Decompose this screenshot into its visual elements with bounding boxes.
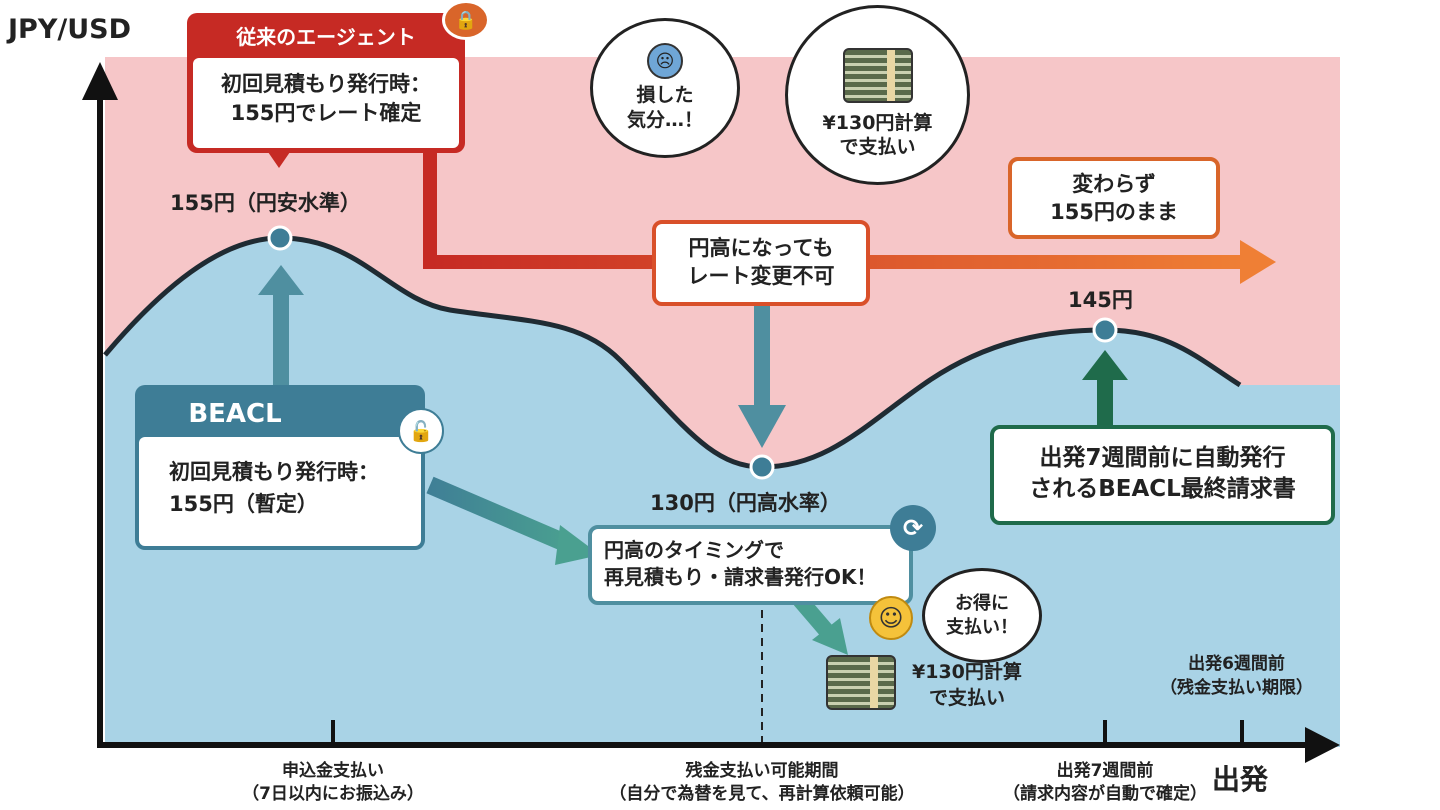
unchanged-box: 変わらず 155円のまま bbox=[1008, 157, 1220, 239]
money-bottom-label: ¥130円計算 で支払い bbox=[912, 660, 1022, 711]
money-bottom-line1: ¥130円計算 bbox=[912, 661, 1022, 683]
happy-line1: お得に bbox=[955, 593, 1009, 615]
tick-sub: （7日以内にお振込み） bbox=[242, 783, 424, 804]
tick-balance-period: 残金支払い可能期間 （自分で為替を見て、再計算依頼可能） bbox=[582, 760, 942, 806]
sad-thought-bubble: ☹ 損した 気分…！ bbox=[590, 18, 740, 158]
requote-line2: 再見積もり・請求書発行OK！ bbox=[604, 565, 877, 589]
unlock-icon: 🔓 bbox=[398, 408, 444, 454]
fixed-rate-arrowhead bbox=[1240, 240, 1276, 284]
unchanged-line1: 変わらず bbox=[1072, 172, 1156, 196]
refresh-icon: ⟳ bbox=[890, 505, 936, 551]
money-bottom-line2: で支払い bbox=[928, 686, 1005, 709]
money-thought-bubble: ¥130円計算 で支払い bbox=[785, 5, 970, 185]
peak-point bbox=[267, 225, 293, 251]
peak2-label: 145円 bbox=[1068, 288, 1133, 312]
rate-curve bbox=[103, 235, 1242, 470]
beacl-title: BEACL bbox=[188, 399, 282, 429]
money-stack-icon bbox=[826, 655, 896, 710]
happy-thought-bubble: お得に 支払い！ bbox=[922, 568, 1042, 663]
sad-line2: 気分…！ bbox=[626, 109, 703, 131]
no-change-line1: 円高になっても bbox=[688, 236, 834, 260]
sad-face-icon: ☹ bbox=[647, 43, 683, 80]
lock-icon: 🔒 bbox=[442, 0, 490, 40]
final-line2: されるBEACL最終請求書 bbox=[1029, 476, 1296, 503]
up-arrow-beacl bbox=[258, 265, 304, 295]
down-arrow-trough bbox=[738, 405, 786, 448]
beacl-card: BEACL 初回見積もり発行時： 155円（暫定） bbox=[135, 385, 425, 550]
trough-label: 130円（円高水率） bbox=[650, 491, 841, 515]
traditional-line2: 155円でレート確定 bbox=[230, 101, 422, 126]
callout-pointer bbox=[268, 152, 290, 168]
tick-sub: （請求内容が自動で確定） bbox=[1003, 783, 1207, 804]
tick-sub: （自分で為替を見て、再計算依頼可能） bbox=[609, 783, 915, 804]
traditional-line1: 初回見積もり発行時： bbox=[221, 72, 431, 96]
final-line1: 出発7週間前に自動発行 bbox=[1039, 445, 1286, 471]
peak-label: 155円（円安水準） bbox=[170, 191, 361, 215]
six-weeks-line2: （残金支払い期限） bbox=[1160, 677, 1313, 698]
requote-line1: 円高のタイミングで bbox=[604, 538, 784, 562]
trough-point bbox=[749, 454, 775, 480]
arrow-to-payment bbox=[812, 618, 848, 655]
no-change-box: 円高になっても レート変更不可 bbox=[652, 220, 870, 306]
sad-line1: 損した bbox=[636, 84, 694, 107]
money-top-line2: で支払い bbox=[839, 136, 916, 159]
traditional-agent-card: 従来のエージェント 初回見積もり発行時： 155円でレート確定 bbox=[187, 13, 465, 153]
x-axis-end-label: 出発 bbox=[1212, 763, 1269, 796]
six-weeks-label: 出発6週間前 （残金支払い期限） bbox=[1160, 653, 1313, 701]
beacl-line2: 155円（暫定） bbox=[169, 491, 318, 516]
peak2-point bbox=[1092, 317, 1118, 343]
tick-label: 申込金支払い bbox=[282, 761, 384, 781]
fixed-rate-line bbox=[423, 150, 1245, 269]
final-invoice-box: 出発7週間前に自動発行 されるBEACL最終請求書 bbox=[990, 425, 1335, 525]
six-weeks-line1: 出発6週間前 bbox=[1188, 654, 1285, 674]
traditional-title: 従来のエージェント bbox=[236, 25, 416, 49]
up-arrow-final bbox=[1082, 350, 1128, 380]
y-axis-label: JPY/USD bbox=[8, 14, 132, 45]
money-stack-icon bbox=[842, 47, 913, 103]
happy-line2: 支払い！ bbox=[946, 616, 1018, 638]
tick-deposit: 申込金支払い （7日以内にお振込み） bbox=[213, 760, 453, 806]
money-top-line1: ¥130円計算 bbox=[822, 111, 933, 134]
unchanged-line2: 155円のまま bbox=[1050, 200, 1178, 225]
beacl-line1: 初回見積もり発行時： bbox=[169, 460, 379, 484]
no-change-line2: レート変更不可 bbox=[687, 264, 835, 289]
tick-label: 残金支払い可能期間 bbox=[685, 761, 839, 781]
tick-label: 出発7週間前 bbox=[1056, 761, 1154, 781]
tick-7weeks: 出発7週間前 （請求内容が自動で確定） bbox=[1000, 760, 1210, 806]
smile-icon: ☺ bbox=[869, 596, 913, 640]
requote-box: 円高のタイミングで 再見積もり・請求書発行OK！ bbox=[588, 525, 913, 605]
